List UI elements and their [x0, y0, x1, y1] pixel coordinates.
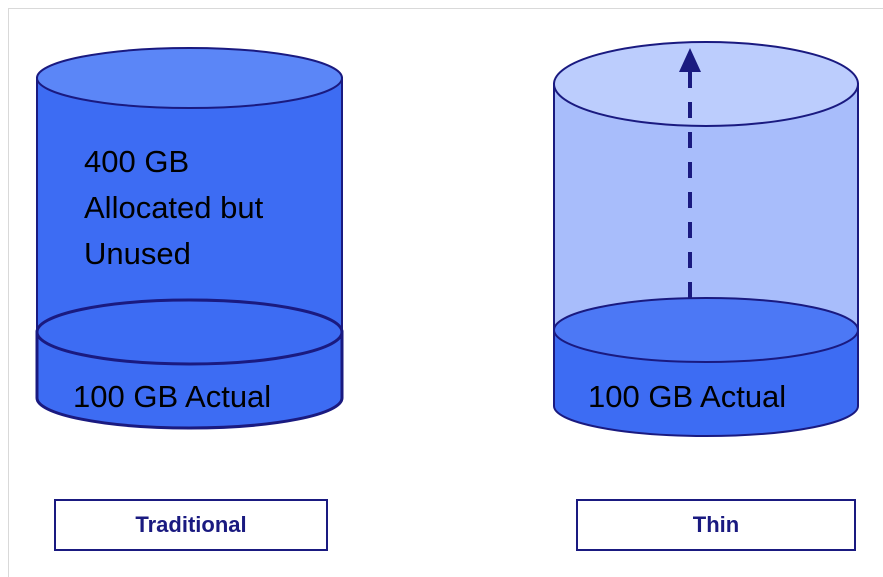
thin-caption: Thin — [576, 499, 856, 551]
arrow-head-icon — [679, 48, 701, 72]
thin-top — [553, 41, 859, 127]
traditional-top — [36, 47, 343, 109]
traditional-unused-line-1: 400 GB — [84, 144, 189, 179]
thin-caption-text: Thin — [692, 512, 740, 537]
traditional-cylinder: 400 GB Allocated but Unused 100 GB Actua… — [35, 47, 344, 430]
traditional-unused-line-2: Allocated but — [84, 190, 264, 225]
traditional-caption-text: Traditional — [135, 512, 247, 537]
traditional-actual-top — [35, 298, 344, 366]
traditional-unused-label: 400 GB Allocated but Unused — [84, 144, 272, 271]
thin-cylinder: 100 GB Actual — [553, 41, 859, 437]
traditional-actual-label: 100 GB Actual — [73, 379, 271, 414]
slide-frame — [8, 8, 883, 577]
traditional-caption: Traditional — [54, 499, 328, 551]
thin-actual-label: 100 GB Actual — [588, 379, 786, 414]
thin-actual-top — [553, 297, 859, 363]
traditional-unused-line-3: Unused — [84, 236, 191, 271]
